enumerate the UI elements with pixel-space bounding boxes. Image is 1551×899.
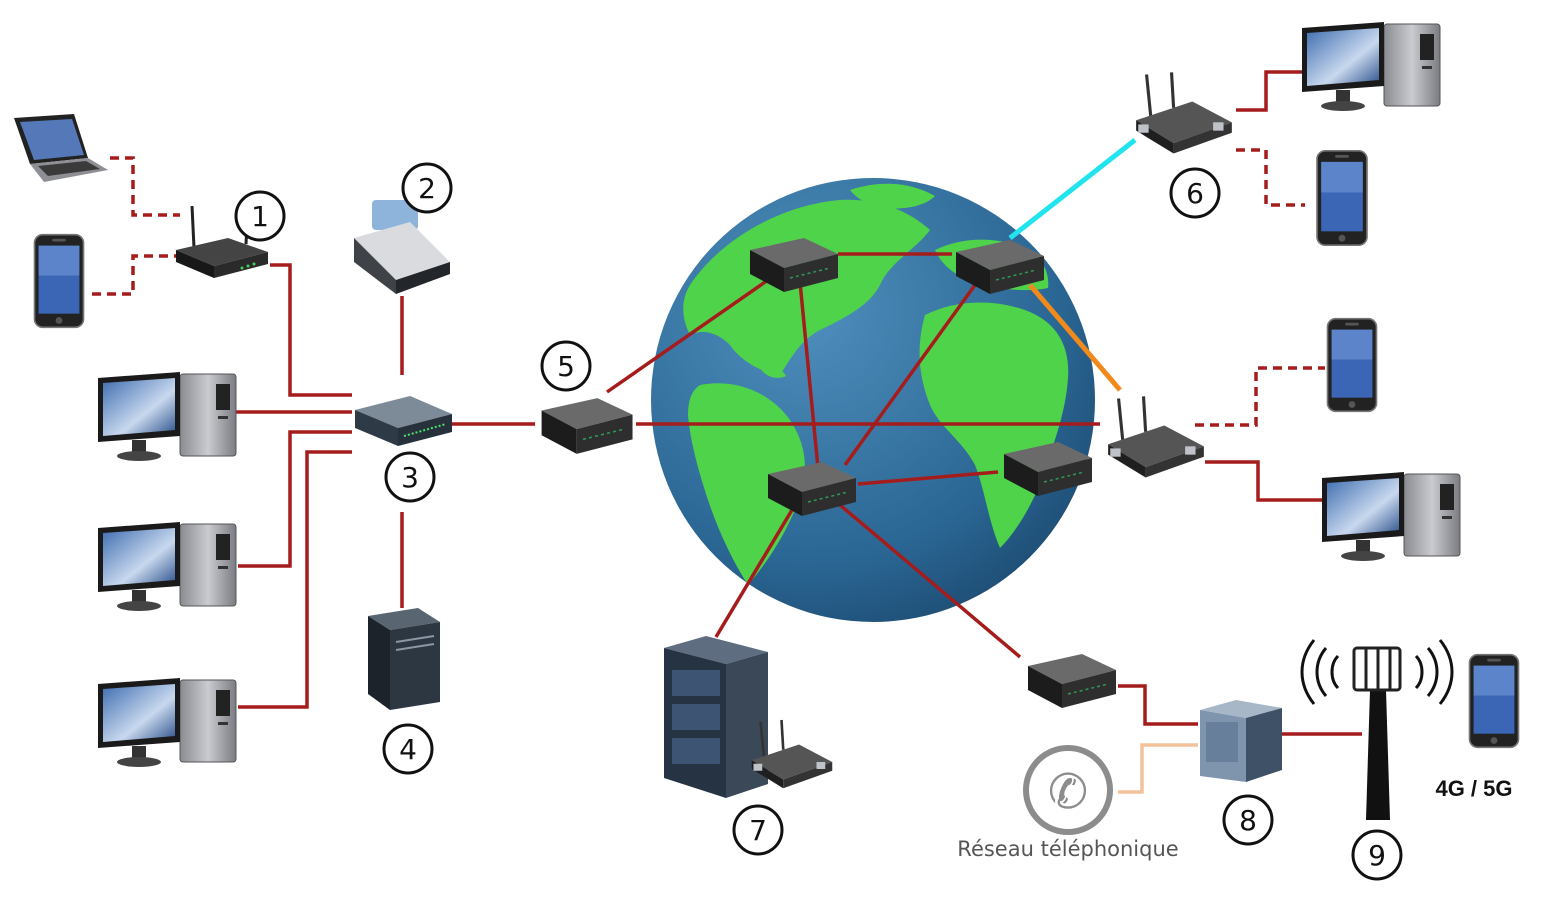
badge-7: 7 [732,804,784,856]
desktop-pc-icon-1 [97,371,237,462]
phone-line [1118,743,1198,794]
mobile-generation-label: 4G / 5G [1435,776,1512,801]
smartphone-icon-right [1326,317,1378,413]
svg-text:2: 2 [418,172,436,205]
desktop-pc-icon-2 [97,521,237,612]
server-tower-icon [368,608,440,710]
badge-3: 3 [384,451,436,503]
network-switch-icon [355,396,452,446]
svg-text:1: 1 [251,200,269,233]
desktop-pc-icon-top-right [1301,21,1441,112]
wireless-links [92,148,1325,427]
link-pc2-switch [238,430,352,568]
link-router1-switch [270,263,352,397]
wifi-router-icon-right [1106,394,1206,480]
svg-text:8: 8 [1239,804,1257,837]
svg-text:4: 4 [399,733,417,766]
laptop-icon [14,114,108,182]
badge-5: 5 [540,340,592,392]
link-modem5-nodeA [606,278,769,394]
link-pc3-switch [238,450,352,709]
svg-text:7: 7 [749,814,767,847]
server-rack-icon [664,636,768,798]
badge-1: 1 [234,190,286,242]
badge-8: 8 [1222,794,1274,846]
phone-handset-icon: ✆ [1023,745,1113,835]
cell-antenna-icon [1300,639,1454,820]
svg-text:9: 9 [1368,839,1386,872]
number-badges: 1 2 3 4 5 6 7 8 [234,162,1403,881]
fiber-link [1008,138,1137,240]
badge-9: 9 [1351,829,1403,881]
badge-2: 2 [401,162,453,214]
orange-link [1028,283,1122,392]
wifi-router-icon-6 [1134,70,1234,156]
desktop-pc-icon-right [1321,471,1461,562]
svg-text:6: 6 [1186,177,1204,210]
datacenter-icon [1200,700,1282,782]
modem-icon-8 [1027,653,1117,709]
badge-6: 6 [1169,167,1221,219]
svg-text:5: 5 [557,350,575,383]
globe [651,178,1095,622]
smartphone-icon-mobile [1468,653,1520,749]
smartphone-icon-left [33,233,85,329]
badge-4: 4 [382,723,434,775]
printer-icon [354,200,450,294]
wired-links [232,70,1362,736]
modem-icon-5 [540,397,634,455]
svg-text:✆: ✆ [1048,764,1088,820]
smartphone-icon-top-right [1316,149,1368,247]
desktop-pc-icon-3 [97,677,237,768]
svg-text:3: 3 [401,461,419,494]
phone-network-label: Réseau téléphonique [957,837,1178,861]
